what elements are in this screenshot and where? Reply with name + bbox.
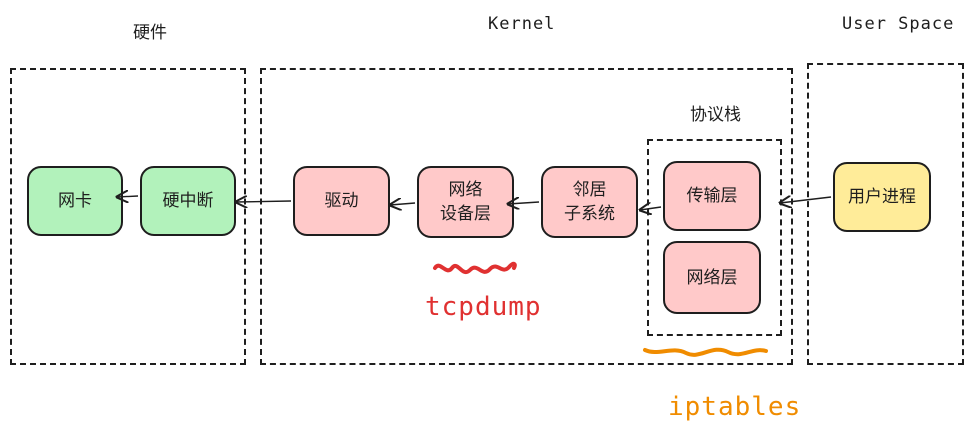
hardware-zone [10,68,246,365]
tcpdump-squiggle [433,261,517,274]
network-layer-node[interactable]: 网络层 [663,241,761,314]
tcpdump-label: tcpdump [425,292,542,322]
user-process-node[interactable]: 用户进程 [833,162,931,232]
protocol-stack-zone [647,139,782,336]
transport-layer-node[interactable]: 传输层 [663,161,761,231]
arrow-irq-to-nic [117,196,139,197]
kernel-zone-title: Kernel [488,14,556,34]
user-space-zone [807,63,964,365]
iptables-label: iptables [668,392,802,422]
hardware-zone-title: 硬件 [133,23,167,43]
arrow-driver-to-irq [236,201,292,202]
kernel-zone [260,68,793,365]
protocol-stack-title: 协议栈 [690,105,741,125]
neighbor-subsystem-node[interactable]: 邻居 子系统 [541,166,638,238]
arrow-neighbor-to-netdevice [508,202,540,204]
arrow-netdevice-to-driver [390,203,416,205]
arrow-transport-to-neighbor [640,207,662,210]
driver-node[interactable]: 驱动 [293,166,390,236]
nic-node[interactable]: 网卡 [27,166,123,236]
iptables-squiggle [643,347,768,357]
arrow-user-to-transport [780,197,832,203]
user-space-zone-title: User Space [842,14,955,34]
